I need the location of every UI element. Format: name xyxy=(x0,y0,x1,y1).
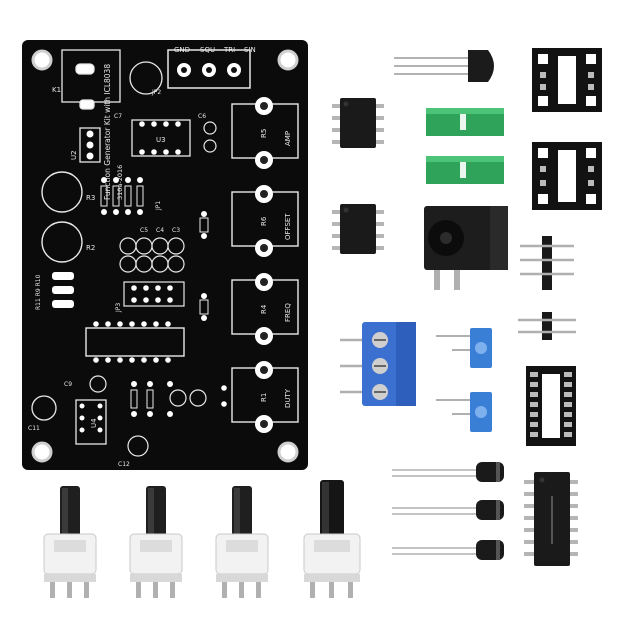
connector-label-squ: SQU xyxy=(200,46,215,54)
board-title: Function Generator Kit with ICL8038 310a… xyxy=(103,64,124,200)
pot-footprint-offset: R6 OFFSET xyxy=(231,185,299,257)
heatsink-2 xyxy=(426,156,504,184)
connector-label-gnd: GND xyxy=(174,46,190,54)
u2-label: U2 xyxy=(70,150,78,160)
pot-label-freq: FREQ xyxy=(284,303,292,322)
r2-label: R2 xyxy=(86,244,95,252)
trimmer-footprints: R3 R2 xyxy=(41,171,95,263)
connector-label-tri: TRI xyxy=(223,46,235,54)
misc-resistor-labels: R11 R9 R10 xyxy=(35,274,42,310)
pin-header-2 xyxy=(518,312,576,340)
pot-ref-r4: R4 xyxy=(260,304,268,314)
cap-label-c3: C3 xyxy=(172,227,180,234)
transistor xyxy=(394,50,494,82)
c11-label: C11 xyxy=(28,425,40,432)
ic-8pin-1 xyxy=(332,98,384,148)
jp1-label: JP1 xyxy=(155,201,162,211)
resistor-block: JP1 xyxy=(100,177,162,215)
capacitor-row: C5 C4 C3 xyxy=(119,227,185,273)
cap-label-c6: C6 xyxy=(198,113,206,120)
electrolytic-capacitor-2 xyxy=(392,500,504,520)
electrolytic-capacitor-1 xyxy=(392,462,504,482)
u3-footprint: U3 xyxy=(131,119,191,157)
ic-14pin xyxy=(524,472,578,566)
pin-header-1 xyxy=(520,236,574,290)
pot-ref-r6: R6 xyxy=(260,216,268,226)
lower-middle-footprints xyxy=(130,381,227,417)
rotary-pot-3 xyxy=(215,486,269,598)
pot-footprints: R5 AMP R6 OFFSET R4 FREQ R1 xyxy=(231,97,299,433)
pot-footprint-duty: R1 DUTY xyxy=(231,361,299,433)
ic-socket-8pin-2 xyxy=(532,142,602,210)
side-resistors: C6 C7 xyxy=(114,113,217,321)
ic-8pin-2 xyxy=(332,204,384,254)
pot-footprint-freq: R4 FREQ xyxy=(231,273,299,345)
main-ic-footprint xyxy=(85,321,185,363)
board-title-line1: Function Generator Kit with ICL8038 xyxy=(103,64,112,200)
output-connector: GND SQU TRI SIN xyxy=(167,46,256,89)
k1-label: K1 xyxy=(52,86,61,94)
u3-label: U3 xyxy=(156,136,166,144)
r3-label: R3 xyxy=(86,194,95,202)
jumper-grid: JP3 xyxy=(115,281,185,313)
screw-terminal-3pos xyxy=(340,322,416,406)
trimmer-pot-2 xyxy=(436,392,492,432)
c12-label: C12 xyxy=(118,461,130,468)
jp2-label: JP2 xyxy=(151,89,161,96)
pot-label-duty: DUTY xyxy=(284,388,292,408)
pot-label-offset: OFFSET xyxy=(284,213,292,240)
switch-footprint: K1 xyxy=(52,49,121,110)
pot-ref-r1: R1 xyxy=(260,393,268,402)
pot-label-amp: AMP xyxy=(284,131,292,146)
pot-ref-r5: R5 xyxy=(260,129,268,138)
dc-jack xyxy=(424,206,508,290)
rotary-potentiometers xyxy=(43,480,361,598)
pcb-board: GND SQU TRI SIN K1 JP2 Function Generato… xyxy=(22,40,308,470)
jp3-label: JP3 xyxy=(115,303,122,313)
trimmer-pot-1 xyxy=(436,328,492,368)
rotary-pot-2 xyxy=(129,486,183,598)
mounting-holes xyxy=(31,49,299,463)
cap-label-c5: C5 xyxy=(140,227,148,234)
electrolytic-capacitor-3 xyxy=(392,540,504,560)
jack-footprint: JP2 xyxy=(129,61,163,96)
u2-footprint: U2 xyxy=(70,127,101,163)
connector-label-sin: SIN xyxy=(244,46,256,54)
resistor-pads: R11 R9 R10 xyxy=(35,272,74,310)
heatsink-1 xyxy=(426,108,504,136)
c9-label: C9 xyxy=(64,381,72,388)
ic-socket-14pin xyxy=(526,366,576,446)
lower-left-footprints: C11 U4 C9 C12 xyxy=(28,375,149,468)
cap-label-c7: C7 xyxy=(114,113,122,120)
cap-label-c4: C4 xyxy=(156,227,164,234)
ic-socket-8pin-1 xyxy=(532,48,602,112)
board-title-line2: 310a-2016 xyxy=(116,165,124,200)
rotary-pot-4 xyxy=(303,480,361,598)
rotary-pot-1 xyxy=(43,486,97,598)
pot-footprint-amp: R5 AMP xyxy=(231,97,299,169)
u4-label: U4 xyxy=(90,418,98,428)
